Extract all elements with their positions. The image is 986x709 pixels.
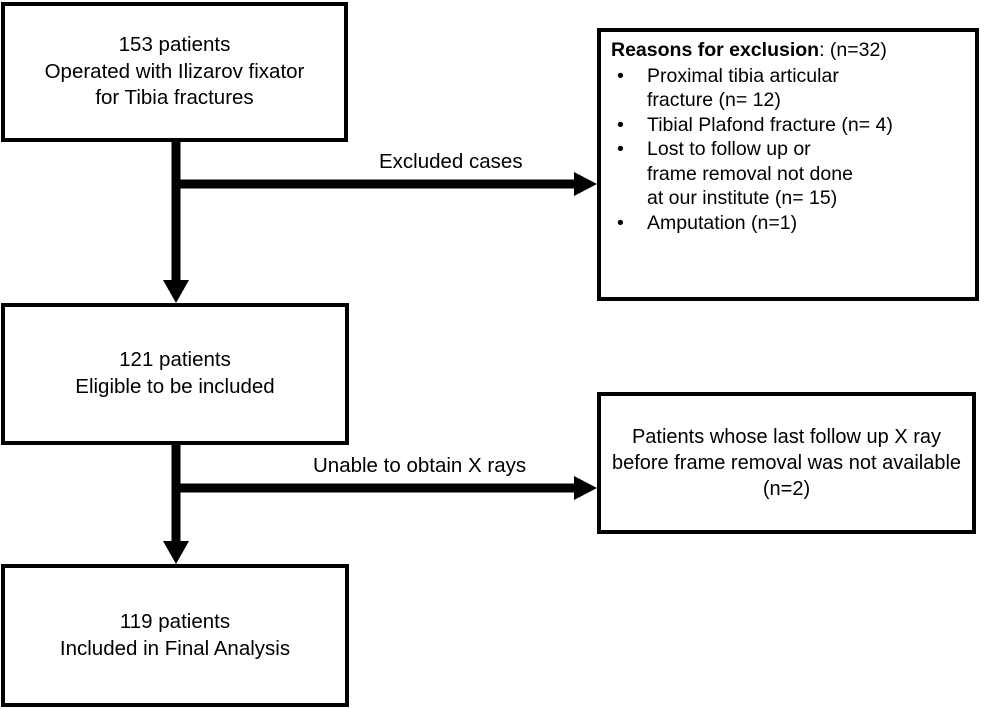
node-source-cohort-text: 153 patients Operated with Ilizarov fixa… (44, 33, 305, 110)
list-item-text: Amputation (n=1) (647, 211, 798, 234)
node-xray-unavailable-text: Patients whose last follow up X ray befo… (611, 426, 962, 500)
arrowhead-down-final (163, 541, 189, 564)
list-item-text: Lost to follow up or frame removal not d… (647, 138, 853, 210)
arrowhead-right-noxray (574, 476, 597, 500)
bullet-icon: • (617, 64, 624, 87)
node-final-analysis-text: 119 patients Included in Final Analysis (59, 609, 291, 660)
list-item: • Proximal tibia articular fracture (n= 1… (611, 64, 967, 113)
bullet-icon: • (617, 211, 624, 234)
arrowhead-down-eligible (163, 280, 189, 303)
list-item-text: Tibial Plafond fracture (n= 4) (647, 113, 893, 136)
arrowhead-right-exclusion (574, 172, 597, 196)
exclusion-title-bold: Reasons for exclusion (611, 39, 820, 61)
exclusion-title: Reasons for exclusion: (n=32) (611, 38, 967, 63)
exclusion-reason-list: • Proximal tibia articular fracture (n= 1… (609, 64, 967, 236)
node-source-cohort: 153 patients Operated with Ilizarov fixa… (1, 2, 348, 142)
list-item: • Amputation (n=1) (611, 211, 967, 236)
list-item: • Lost to follow up or frame removal not … (611, 137, 967, 211)
node-xray-unavailable: Patients whose last follow up X ray befo… (597, 392, 976, 534)
bullet-icon: • (617, 113, 624, 136)
exclusion-title-count: : (n=32) (819, 39, 887, 61)
node-eligible-cohort: 121 patients Eligible to be included (1, 303, 349, 445)
edge-label-excluded-cases: Excluded cases (379, 150, 523, 173)
bullet-icon: • (617, 138, 624, 161)
list-item-text: Proximal tibia articular fracture (n= 12… (647, 64, 839, 112)
list-item: • Tibial Plafond fracture (n= 4) (611, 113, 967, 138)
node-final-analysis: 119 patients Included in Final Analysis (1, 564, 349, 707)
node-exclusion-reasons: Reasons for exclusion: (n=32) • Proximal … (597, 28, 979, 301)
node-eligible-cohort-text: 121 patients Eligible to be included (75, 348, 275, 398)
edge-label-unable-to-obtain-xrays: Unable to obtain X rays (313, 454, 527, 477)
